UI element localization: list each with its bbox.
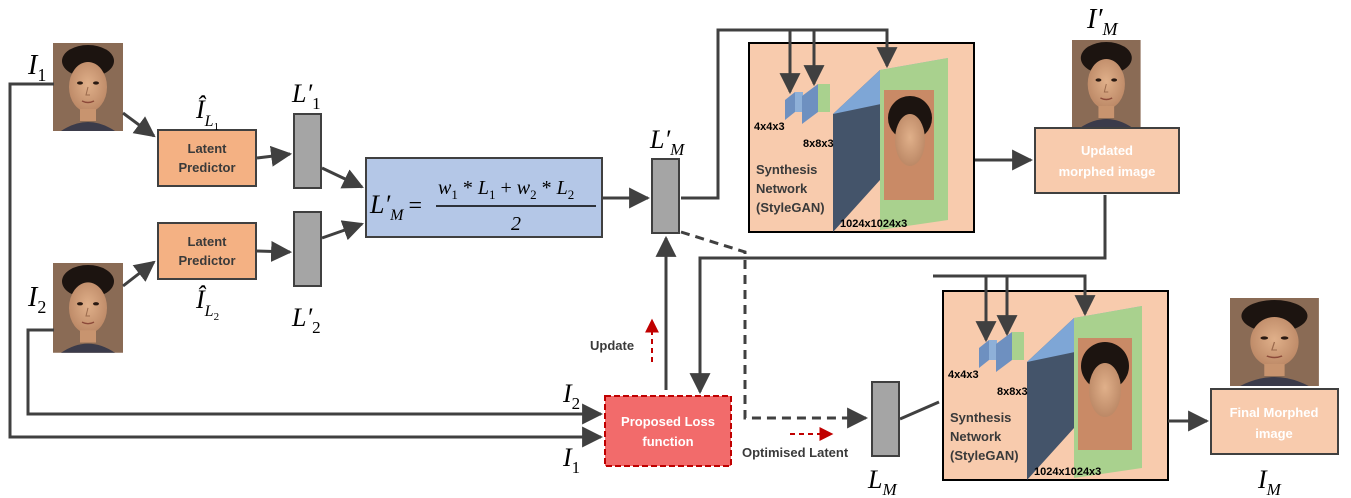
synthesis-bottom-line3: (StyleGAN) (950, 448, 1019, 463)
predictor-2-output-label: ÎL2 (195, 285, 219, 323)
input-face-2 (52, 262, 124, 354)
predictor-1-line2: Predictor (178, 160, 235, 175)
updated-output-label: I′M (1086, 4, 1118, 39)
synthesis-top-res-mid: 8x8x3 (803, 138, 834, 150)
synthesis-bottom-res-full: 1024x1024x3 (1034, 466, 1101, 478)
connectors (8, 28, 1210, 448)
synthesis-bottom-layers (979, 306, 1142, 480)
optimised-latent-label: Optimised Latent (742, 445, 849, 460)
final-output-line1: Final Morphed (1230, 405, 1319, 420)
formula-denominator: 2 (511, 213, 521, 235)
proposed-loss-function-box (604, 395, 732, 467)
latent-vector-1 (293, 113, 322, 189)
synthesis-bottom-res-small: 4x4x3 (948, 369, 979, 381)
synthesis-top-res-small: 4x4x3 (754, 121, 785, 133)
final-output-label: IM (1257, 465, 1282, 498)
latent-vector-2 (293, 211, 322, 287)
synthesis-bottom-line2: Network (950, 429, 1002, 444)
morph-latent-vector (651, 158, 680, 234)
final-morphed-image-box (1210, 388, 1339, 455)
final-morph-face (1229, 297, 1320, 387)
final-latent-label: LM (867, 465, 897, 498)
dashed-optimise-path (680, 230, 869, 429)
formula-numerator: w1 * L1 + w2 * L2 (438, 177, 574, 202)
latent-predictor-2 (157, 222, 257, 280)
synthesis-top-layers (785, 58, 948, 232)
formula-lhs: L′M= (369, 190, 422, 224)
latent-predictor-1 (157, 129, 257, 187)
updated-output-line1: Updated (1081, 143, 1133, 158)
synthesis-bottom-res-mid: 8x8x3 (997, 386, 1028, 398)
input-2-label: I2 (27, 282, 46, 317)
synthesis-top-res-full: 1024x1024x3 (840, 218, 907, 230)
predictor-1-line1: Latent (188, 141, 228, 156)
updated-output-line2: morphed image (1059, 164, 1156, 179)
predictor-2-line1: Latent (188, 234, 228, 249)
updated-morphed-image-box (1034, 127, 1180, 194)
input-1-label: I1 (27, 50, 46, 85)
loss-line1: Proposed Loss (621, 414, 715, 429)
red-dashed-arrows (645, 318, 834, 441)
latent-1-label: L′1 (291, 79, 321, 113)
synthesis-top-line3: (StyleGAN) (756, 200, 825, 215)
input-face-1 (52, 42, 124, 132)
loss-input-2-label: I2 (562, 379, 580, 413)
final-latent-vector (871, 381, 900, 457)
updated-morph-face (1071, 39, 1142, 129)
final-output-line2: image (1255, 426, 1293, 441)
latent-2-label: L′2 (291, 303, 321, 337)
update-label: Update (590, 338, 634, 353)
loss-line2: function (642, 434, 693, 449)
morph-latent-label: L′M (649, 125, 685, 159)
synthesis-top-line1: Synthesis (756, 162, 817, 177)
loss-input-1-label: I1 (562, 443, 580, 477)
predictor-1-output-label: ÎL1 (195, 95, 219, 133)
synthesis-top-line2: Network (756, 181, 808, 196)
synthesis-bottom-line1: Synthesis (950, 410, 1011, 425)
morph-formula-box (365, 157, 603, 238)
predictor-2-line2: Predictor (178, 253, 235, 268)
